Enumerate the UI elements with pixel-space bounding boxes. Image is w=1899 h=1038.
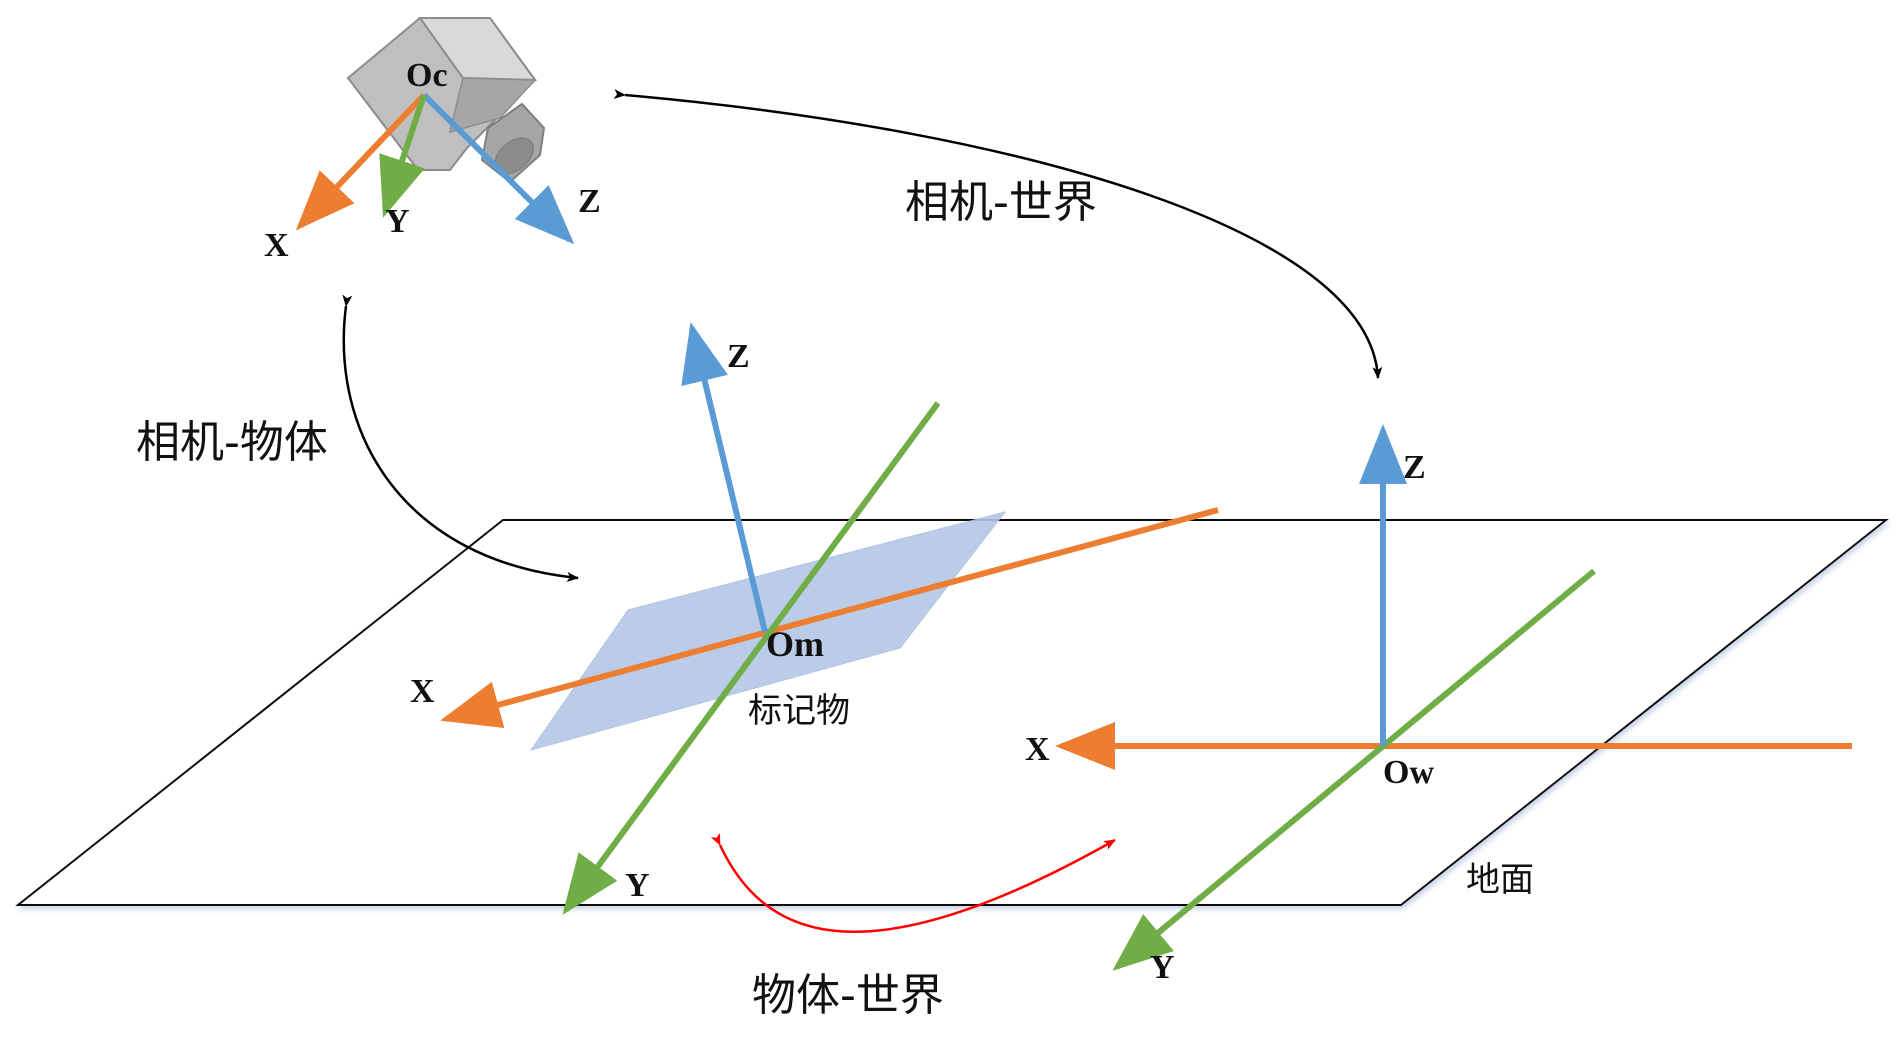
world-y-label: Y	[1150, 949, 1175, 986]
ground-plane	[15, 519, 1889, 906]
marker-z-label: Z	[727, 338, 750, 375]
marker-y-label: Y	[625, 867, 650, 904]
world-z-label: Z	[1403, 449, 1426, 486]
camera-x-axis	[295, 92, 427, 231]
marker-caption: 标记物	[748, 691, 850, 731]
marker-x-axis	[440, 507, 1219, 729]
marker-origin-label: Om	[766, 624, 824, 664]
camera-object-label: 相机-物体	[136, 417, 328, 468]
object-world-arrow	[710, 832, 1116, 934]
world-origin-label: Ow	[1383, 754, 1434, 791]
marker-x-label: X	[410, 673, 435, 710]
camera-world-label: 相机-世界	[905, 177, 1097, 228]
camera-icon	[346, 17, 546, 184]
world-y-axis	[1112, 568, 1596, 971]
camera-world-arrow	[613, 89, 1383, 379]
camera-origin-label: Oc	[406, 57, 448, 94]
ground-caption: 地面	[1466, 860, 1534, 900]
camera-object-arrow	[342, 294, 579, 582]
camera-y-label: Y	[385, 203, 410, 240]
camera-z-axis	[421, 92, 575, 245]
marker-y-axis	[562, 401, 941, 915]
camera-y-axis	[379, 94, 427, 218]
camera-x-label: X	[264, 227, 289, 264]
camera-z-label: Z	[578, 183, 601, 220]
world-x-label: X	[1025, 731, 1050, 768]
object-world-label: 物体-世界	[752, 970, 944, 1021]
